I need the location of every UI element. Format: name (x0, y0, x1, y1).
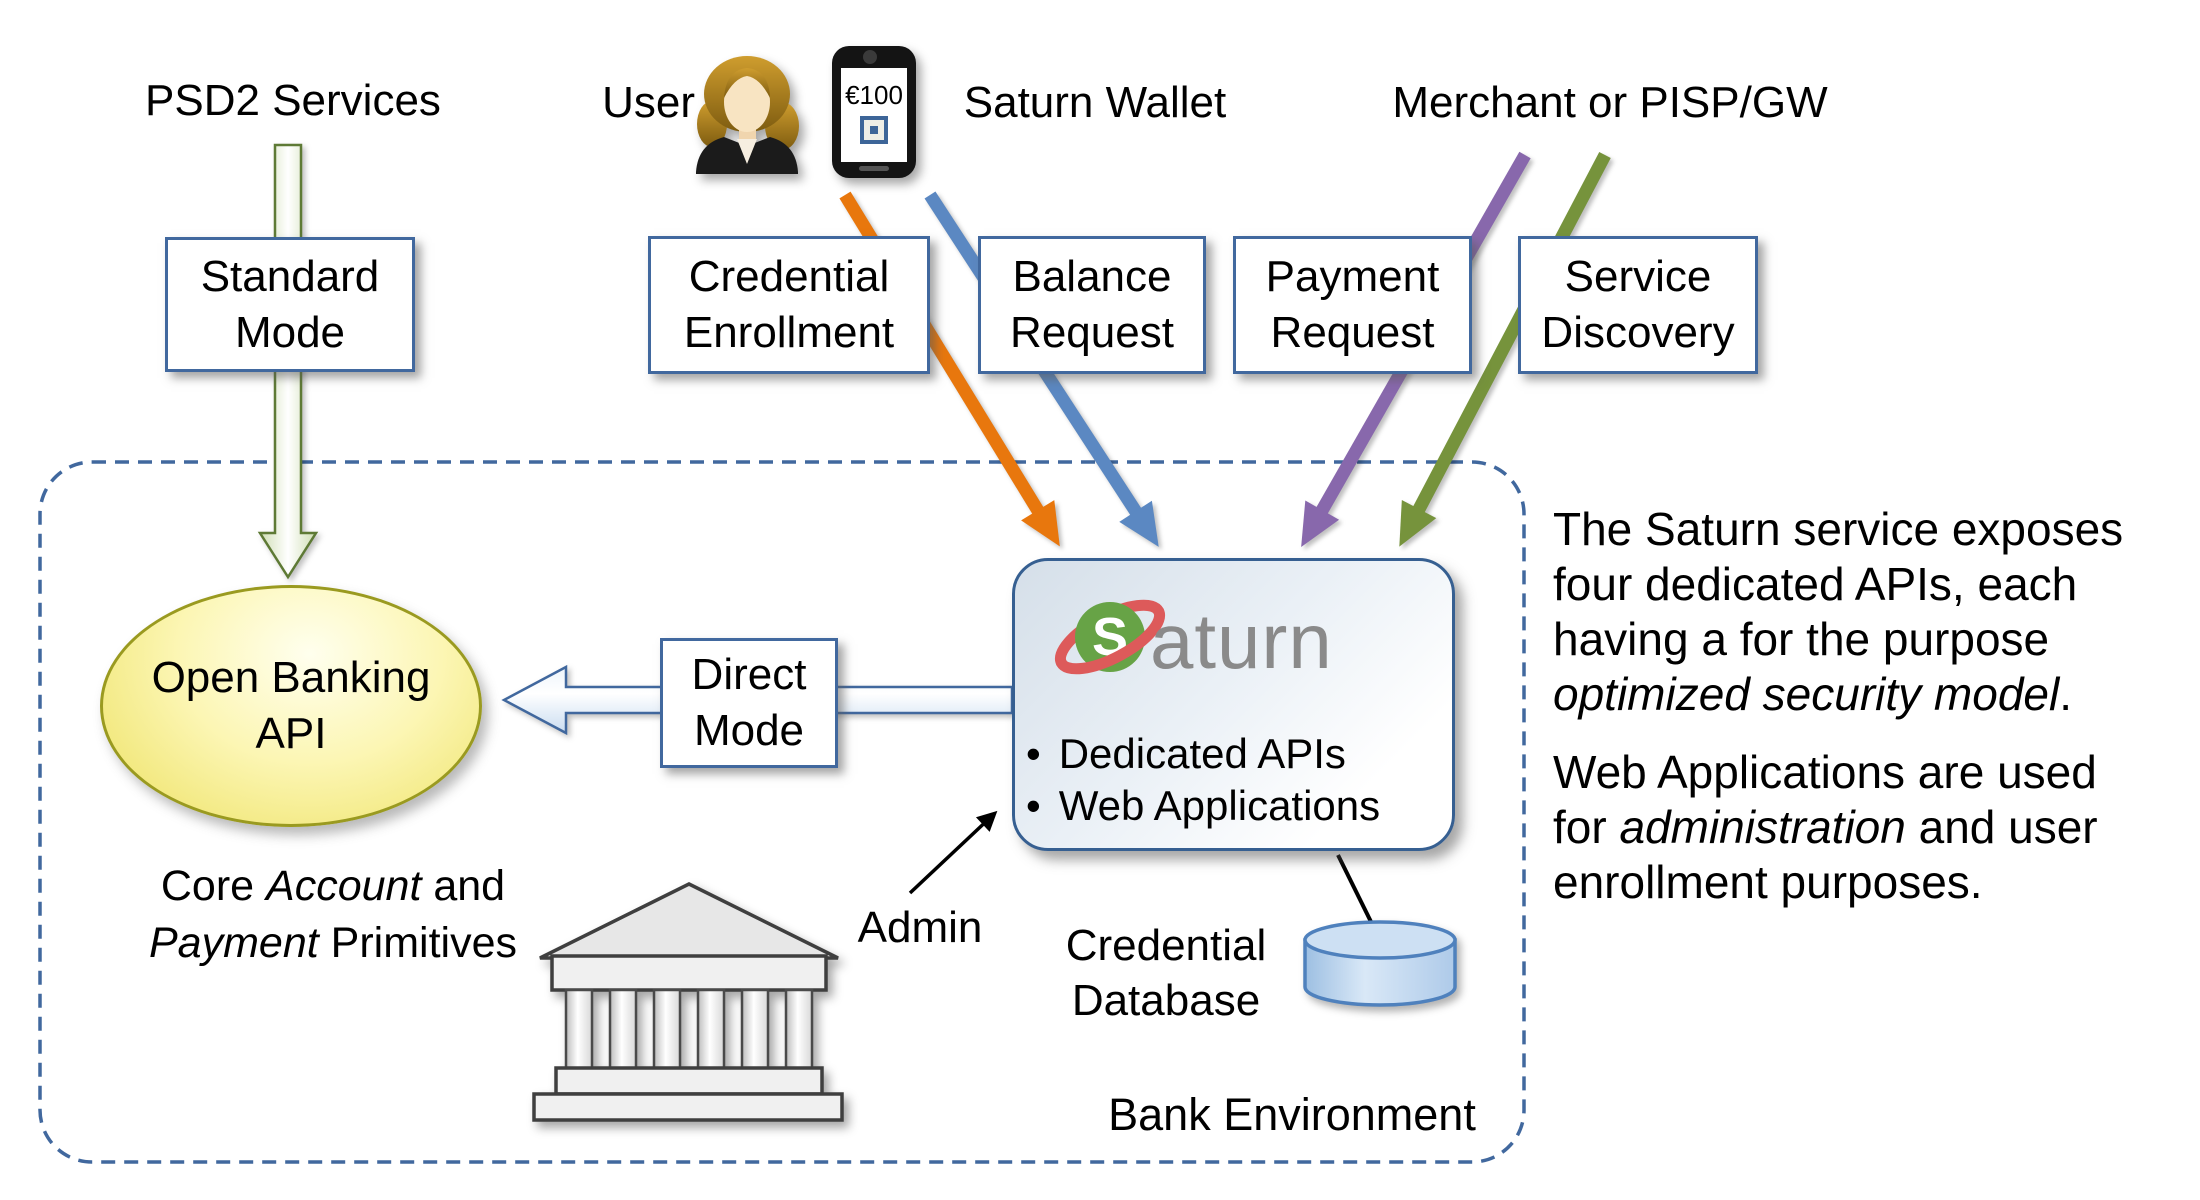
side-text-line: four dedicated APIs, each (1553, 558, 2078, 610)
box-line: Service (1564, 252, 1712, 301)
credential-db-line2: Database (1071, 976, 1261, 1025)
box-line: Enrollment (683, 308, 895, 357)
core-text-seg-italic: Payment (149, 919, 319, 967)
credential-db-line1: Credential (1065, 921, 1267, 970)
box-line: Request (1270, 308, 1435, 357)
side-text-line: The Saturn service exposes (1553, 503, 2124, 555)
box-line: Payment (1265, 252, 1440, 301)
bullet-dedicated-apis: • Dedicated APIs (1026, 730, 1346, 778)
saturn-logo-text: aturn (1150, 597, 1333, 685)
direct-mode-box: Direct Mode (660, 638, 838, 768)
open-banking-line2: API (255, 709, 327, 758)
side-text-seg: . (2059, 668, 2072, 720)
bullet-web-applications: • Web Applications (1026, 782, 1380, 830)
phone-amount-text: €100 (845, 80, 903, 110)
bank-environment-border (38, 460, 1526, 1164)
side-text-line: for administration and user (1553, 800, 2123, 855)
credential-database-label: Credential Database (1046, 918, 1286, 1028)
open-banking-line1: Open Banking (151, 653, 431, 702)
core-text-seg: Primitives (318, 919, 517, 967)
admin-label: Admin (857, 903, 983, 952)
wallet-phone-icon: €100 (825, 38, 925, 193)
saturn-logo: S (1040, 575, 1240, 710)
saturn-service-box (1012, 558, 1455, 851)
side-text-seg: and user (1905, 801, 2098, 853)
direct-mode-line2: Mode (693, 706, 805, 755)
direct-mode-line1: Direct (691, 650, 807, 699)
bullet-marker: • (1026, 730, 1041, 777)
saturn-wallet-label: Saturn Wallet (963, 78, 1227, 127)
user-icon (690, 40, 810, 185)
side-text-line: enrollment purposes. (1553, 856, 1983, 908)
service-discovery-box: Service Discovery (1518, 236, 1758, 374)
admin-arrow (908, 810, 998, 895)
credential-enrollment-box: Credential Enrollment (648, 236, 930, 374)
service-discovery-arrow (1399, 151, 1611, 547)
user-label: User (602, 78, 695, 127)
side-text-seg: for (1553, 801, 1620, 853)
merchant-pisp-label: Merchant or PISP/GW (1392, 78, 1828, 127)
box-line: Request (1010, 308, 1174, 357)
side-description-text: The Saturn service exposes four dedicate… (1553, 502, 2123, 910)
core-text-seg-italic: Account (266, 862, 422, 910)
core-primitives-text: Core Account and Payment Primitives (103, 858, 563, 972)
standard-mode-line2: Mode (234, 307, 346, 357)
bullet-label: Web Applications (1058, 782, 1381, 829)
side-text-seg-italic: optimized security model (1553, 668, 2060, 720)
bullet-marker: • (1026, 782, 1041, 829)
bank-icon (530, 880, 850, 1130)
bank-environment-label: Bank Environment (1108, 1089, 1476, 1140)
side-text-line: Web Applications are used (1553, 746, 2097, 798)
core-text-seg: Core (160, 862, 267, 910)
box-line: Balance (1012, 252, 1172, 301)
box-line: Credential (688, 252, 890, 301)
bullet-label: Dedicated APIs (1058, 730, 1346, 777)
side-text-line: optimized security model. (1553, 667, 2123, 722)
side-text-line: having a for the purpose (1553, 613, 2050, 665)
standard-mode-line1: Standard (200, 251, 380, 301)
open-banking-api-ellipse: Open Banking API (100, 585, 482, 827)
side-text-seg-italic: administration (1619, 801, 1906, 853)
balance-request-box: Balance Request (978, 236, 1206, 374)
core-text-seg: and (421, 862, 506, 910)
qr-icon (860, 116, 888, 144)
database-cylinder-icon (1300, 915, 1464, 1024)
standard-mode-box: Standard Mode (165, 237, 415, 372)
payment-request-box: Payment Request (1233, 236, 1472, 374)
psd2-services-label: PSD2 Services (145, 76, 441, 125)
box-line: Discovery (1541, 308, 1735, 357)
logo-ring-front (1055, 605, 1166, 675)
